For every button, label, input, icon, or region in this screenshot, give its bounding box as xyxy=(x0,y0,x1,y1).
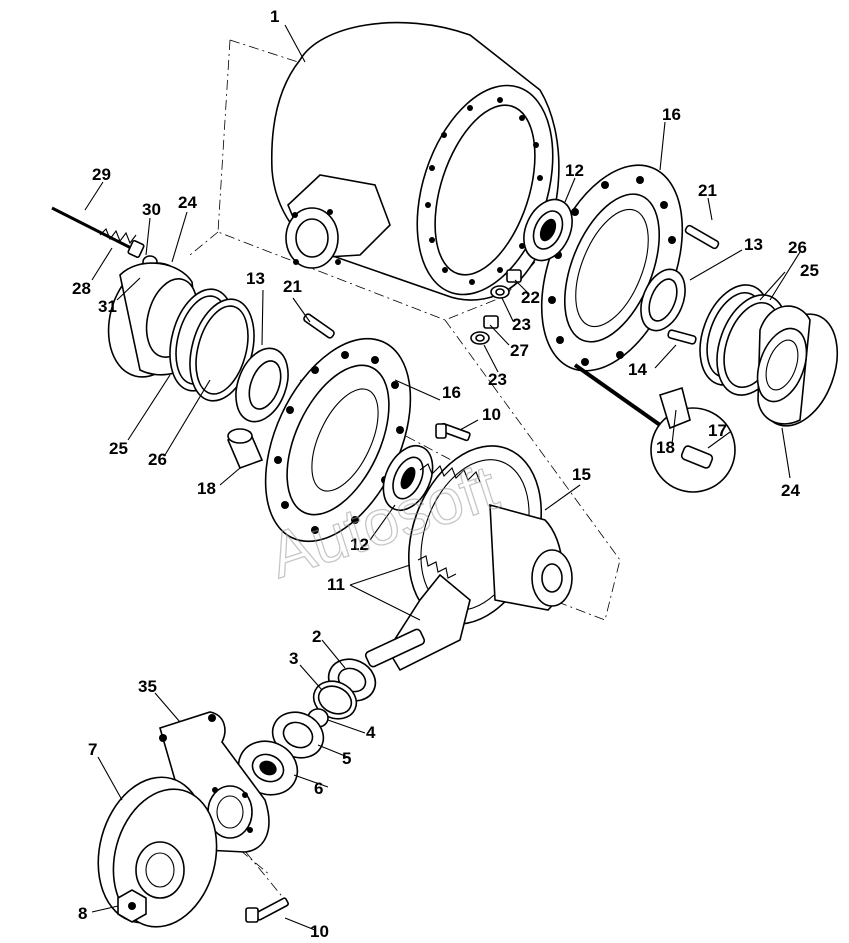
callout-10-upper: 10 xyxy=(482,405,501,424)
small-fasteners-parts-22-23-27 xyxy=(470,269,522,345)
detail-inset-parts-17-18 xyxy=(573,363,736,493)
callout-28: 28 xyxy=(72,279,91,298)
callout-18-right: 18 xyxy=(656,438,675,457)
callout-26-right: 26 xyxy=(788,238,807,257)
callout-31: 31 xyxy=(98,297,117,316)
callout-7: 7 xyxy=(88,740,97,759)
bearing-part-5 xyxy=(271,711,325,759)
callout-17: 17 xyxy=(708,421,727,440)
callout-3: 3 xyxy=(289,649,298,668)
callout-16-left: 16 xyxy=(442,383,461,402)
callout-18-left: 18 xyxy=(197,479,216,498)
bearing-left-part-12 xyxy=(382,445,434,511)
callout-21-left: 21 xyxy=(283,277,302,296)
bolt-lower-part-10 xyxy=(245,897,289,923)
ring-nut-right-part-13 xyxy=(640,268,686,332)
plug-left-part-18 xyxy=(226,428,264,470)
callout-35: 35 xyxy=(138,677,157,696)
callout-22: 22 xyxy=(521,288,540,307)
pinion-shaft-part-11 xyxy=(364,573,471,672)
callout-15: 15 xyxy=(572,465,591,484)
callout-13-left: 13 xyxy=(246,269,265,288)
pin-right-part-21 xyxy=(684,224,720,250)
callout-8: 8 xyxy=(78,904,87,923)
callout-10-lower: 10 xyxy=(310,922,329,941)
callout-11: 11 xyxy=(327,575,345,594)
callout-25-right: 25 xyxy=(800,261,819,280)
callout-5: 5 xyxy=(342,749,351,768)
bolt-upper-part-10 xyxy=(435,422,471,442)
callout-12-right: 12 xyxy=(565,161,584,180)
ring-nut-left-part-13 xyxy=(235,347,289,423)
housing-part-1 xyxy=(270,21,560,301)
callout-16-right: 16 xyxy=(662,105,681,124)
callout-25-left: 25 xyxy=(109,439,128,458)
end-cover-right-part-24 xyxy=(756,305,839,427)
callout-2: 2 xyxy=(312,627,321,646)
callout-29: 29 xyxy=(92,165,111,184)
flange-disc-part-7 xyxy=(97,776,218,928)
leader-lines xyxy=(84,24,801,931)
callout-23-lower: 23 xyxy=(488,370,507,389)
pin-part-14 xyxy=(667,329,697,345)
callout-21-right: 21 xyxy=(698,181,717,200)
gasket-rings-left-parts-25-26 xyxy=(169,288,255,402)
seal-part-6 xyxy=(237,740,299,796)
nut-part-8 xyxy=(117,889,147,923)
callout-26-left: 26 xyxy=(148,450,167,469)
callout-13-right: 13 xyxy=(744,235,763,254)
callout-30: 30 xyxy=(142,200,161,219)
callout-12-left: 12 xyxy=(350,535,369,554)
callout-24-left: 24 xyxy=(178,193,197,212)
callout-14: 14 xyxy=(628,360,647,379)
bearing-right-part-12 xyxy=(523,198,573,262)
pin-left-part-21 xyxy=(303,313,335,339)
callout-1: 1 xyxy=(270,7,279,26)
callout-4: 4 xyxy=(366,723,376,742)
callout-23-upper: 23 xyxy=(512,315,531,334)
flange-cover-left-part-16 xyxy=(264,337,412,543)
callout-27: 27 xyxy=(510,341,529,360)
callout-24-right: 24 xyxy=(781,481,800,500)
callout-6: 6 xyxy=(314,779,323,798)
callout-labels: 1 2 3 4 5 6 7 8 10 10 11 12 12 13 13 14 … xyxy=(72,7,819,941)
